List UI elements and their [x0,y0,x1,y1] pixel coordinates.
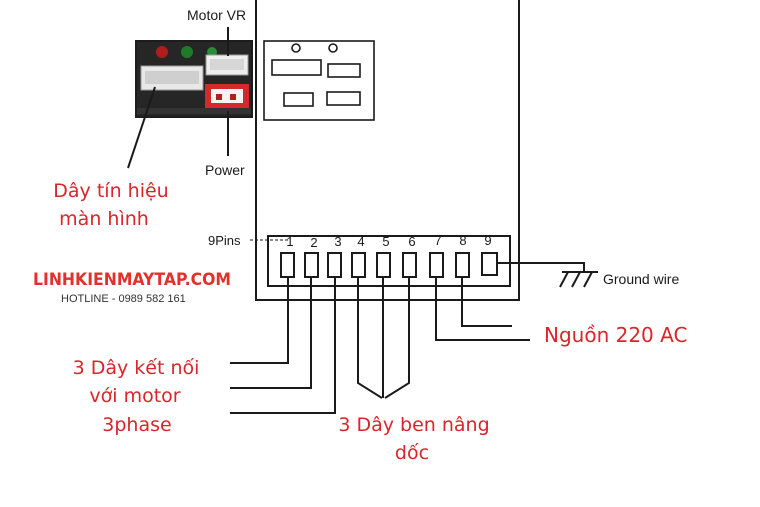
annotation-line: với motor [89,385,180,407]
pin-8-terminal [455,252,470,278]
controller-box [255,0,520,301]
pin-6-terminal [402,252,417,278]
annotation-line: Dây tín hiệu [53,180,168,202]
pin-number: 8 [459,233,466,248]
pin-7-terminal [429,252,444,278]
motor-vr-label: Motor VR [187,7,246,23]
power-220-annotation: Nguồn 220 AC [544,323,687,347]
pins-label: 9Pins [208,233,241,248]
pin-number: 7 [434,233,441,248]
brand-hotline: HOTLINE - 0989 582 161 [61,293,186,305]
red-led-icon [156,46,168,58]
annotation-line: 3 Dây ben nâng [338,414,489,436]
pin-3-terminal [327,252,342,278]
ground-wire-label: Ground wire [603,271,679,287]
pin-number: 2 [310,235,317,250]
pin-number: 9 [484,233,491,248]
motor-wires-annotation: 3 Dây kết nối với motor 3phase [73,357,200,436]
ground-icon [559,271,598,288]
pin-1-terminal [280,252,295,278]
annotation-line: dốc [395,442,429,464]
annotation-line: màn hình [59,208,149,230]
pin-9-terminal [481,252,498,276]
annotation-line: 3phase [102,414,171,436]
pin-4-terminal [351,252,366,278]
annotation-line: 3 Dây kết nối [73,357,200,379]
green-led-icon [181,46,193,58]
pcb-board [135,40,253,118]
pin-5-terminal [376,252,391,278]
wires [230,262,585,414]
pin-number: 4 [357,234,364,249]
pcb-leader-lines [127,27,229,169]
pin-number: 3 [334,234,341,249]
display-panel [263,40,375,121]
pin-number: 5 [382,234,389,249]
incline-wires-annotation: 3 Dây ben nâng dốc [338,414,489,464]
brand-name: LINHKIENMAYTAP.COM [33,270,231,290]
pin-numbers: 1 2 3 4 5 6 7 8 9 [286,233,491,250]
power-label: Power [205,162,245,178]
signal-wire-annotation: Dây tín hiệu màn hình [53,180,168,230]
pin-number: 1 [286,234,293,249]
pin-number: 6 [408,234,415,249]
pin-2-terminal [304,252,319,278]
